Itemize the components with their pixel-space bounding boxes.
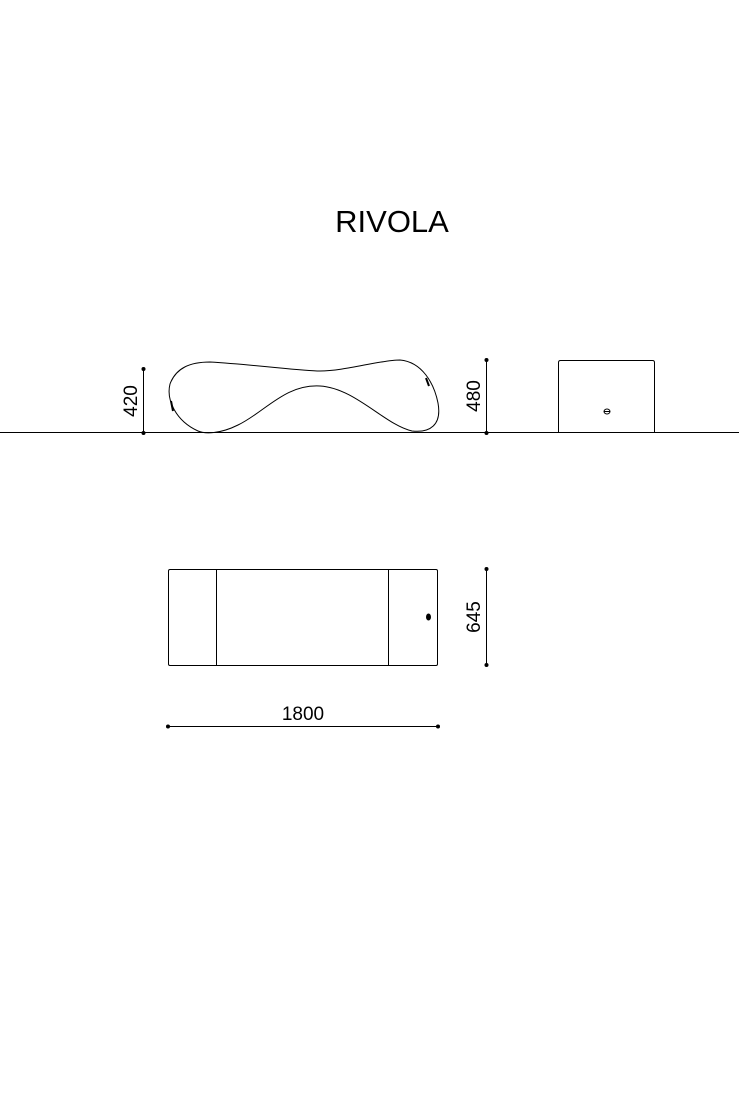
plan-view bbox=[168, 569, 438, 666]
dimension-top-length: 1800 bbox=[166, 704, 440, 729]
side-elevation bbox=[168, 359, 440, 434]
bench-side-profile bbox=[168, 359, 440, 434]
dimension-label-480: 480 bbox=[464, 380, 485, 412]
dimension-label-645: 645 bbox=[464, 601, 485, 633]
side-profile-mark-left bbox=[170, 400, 174, 412]
side-profile-mark-right bbox=[425, 377, 430, 387]
dimension-label-1800: 1800 bbox=[282, 704, 324, 725]
dimension-end-height: 480 bbox=[464, 358, 489, 435]
plan-outline bbox=[168, 569, 438, 666]
plan-fixing-point bbox=[426, 613, 431, 621]
bench-end-profile bbox=[558, 360, 655, 433]
end-elevation bbox=[558, 360, 655, 433]
dimension-side-height: 420 bbox=[121, 367, 146, 435]
dimension-top-depth: 645 bbox=[464, 567, 489, 667]
drawing-title: RIVOLA bbox=[335, 204, 449, 239]
dimension-label-420: 420 bbox=[121, 385, 142, 417]
end-fixing-point bbox=[603, 408, 611, 415]
